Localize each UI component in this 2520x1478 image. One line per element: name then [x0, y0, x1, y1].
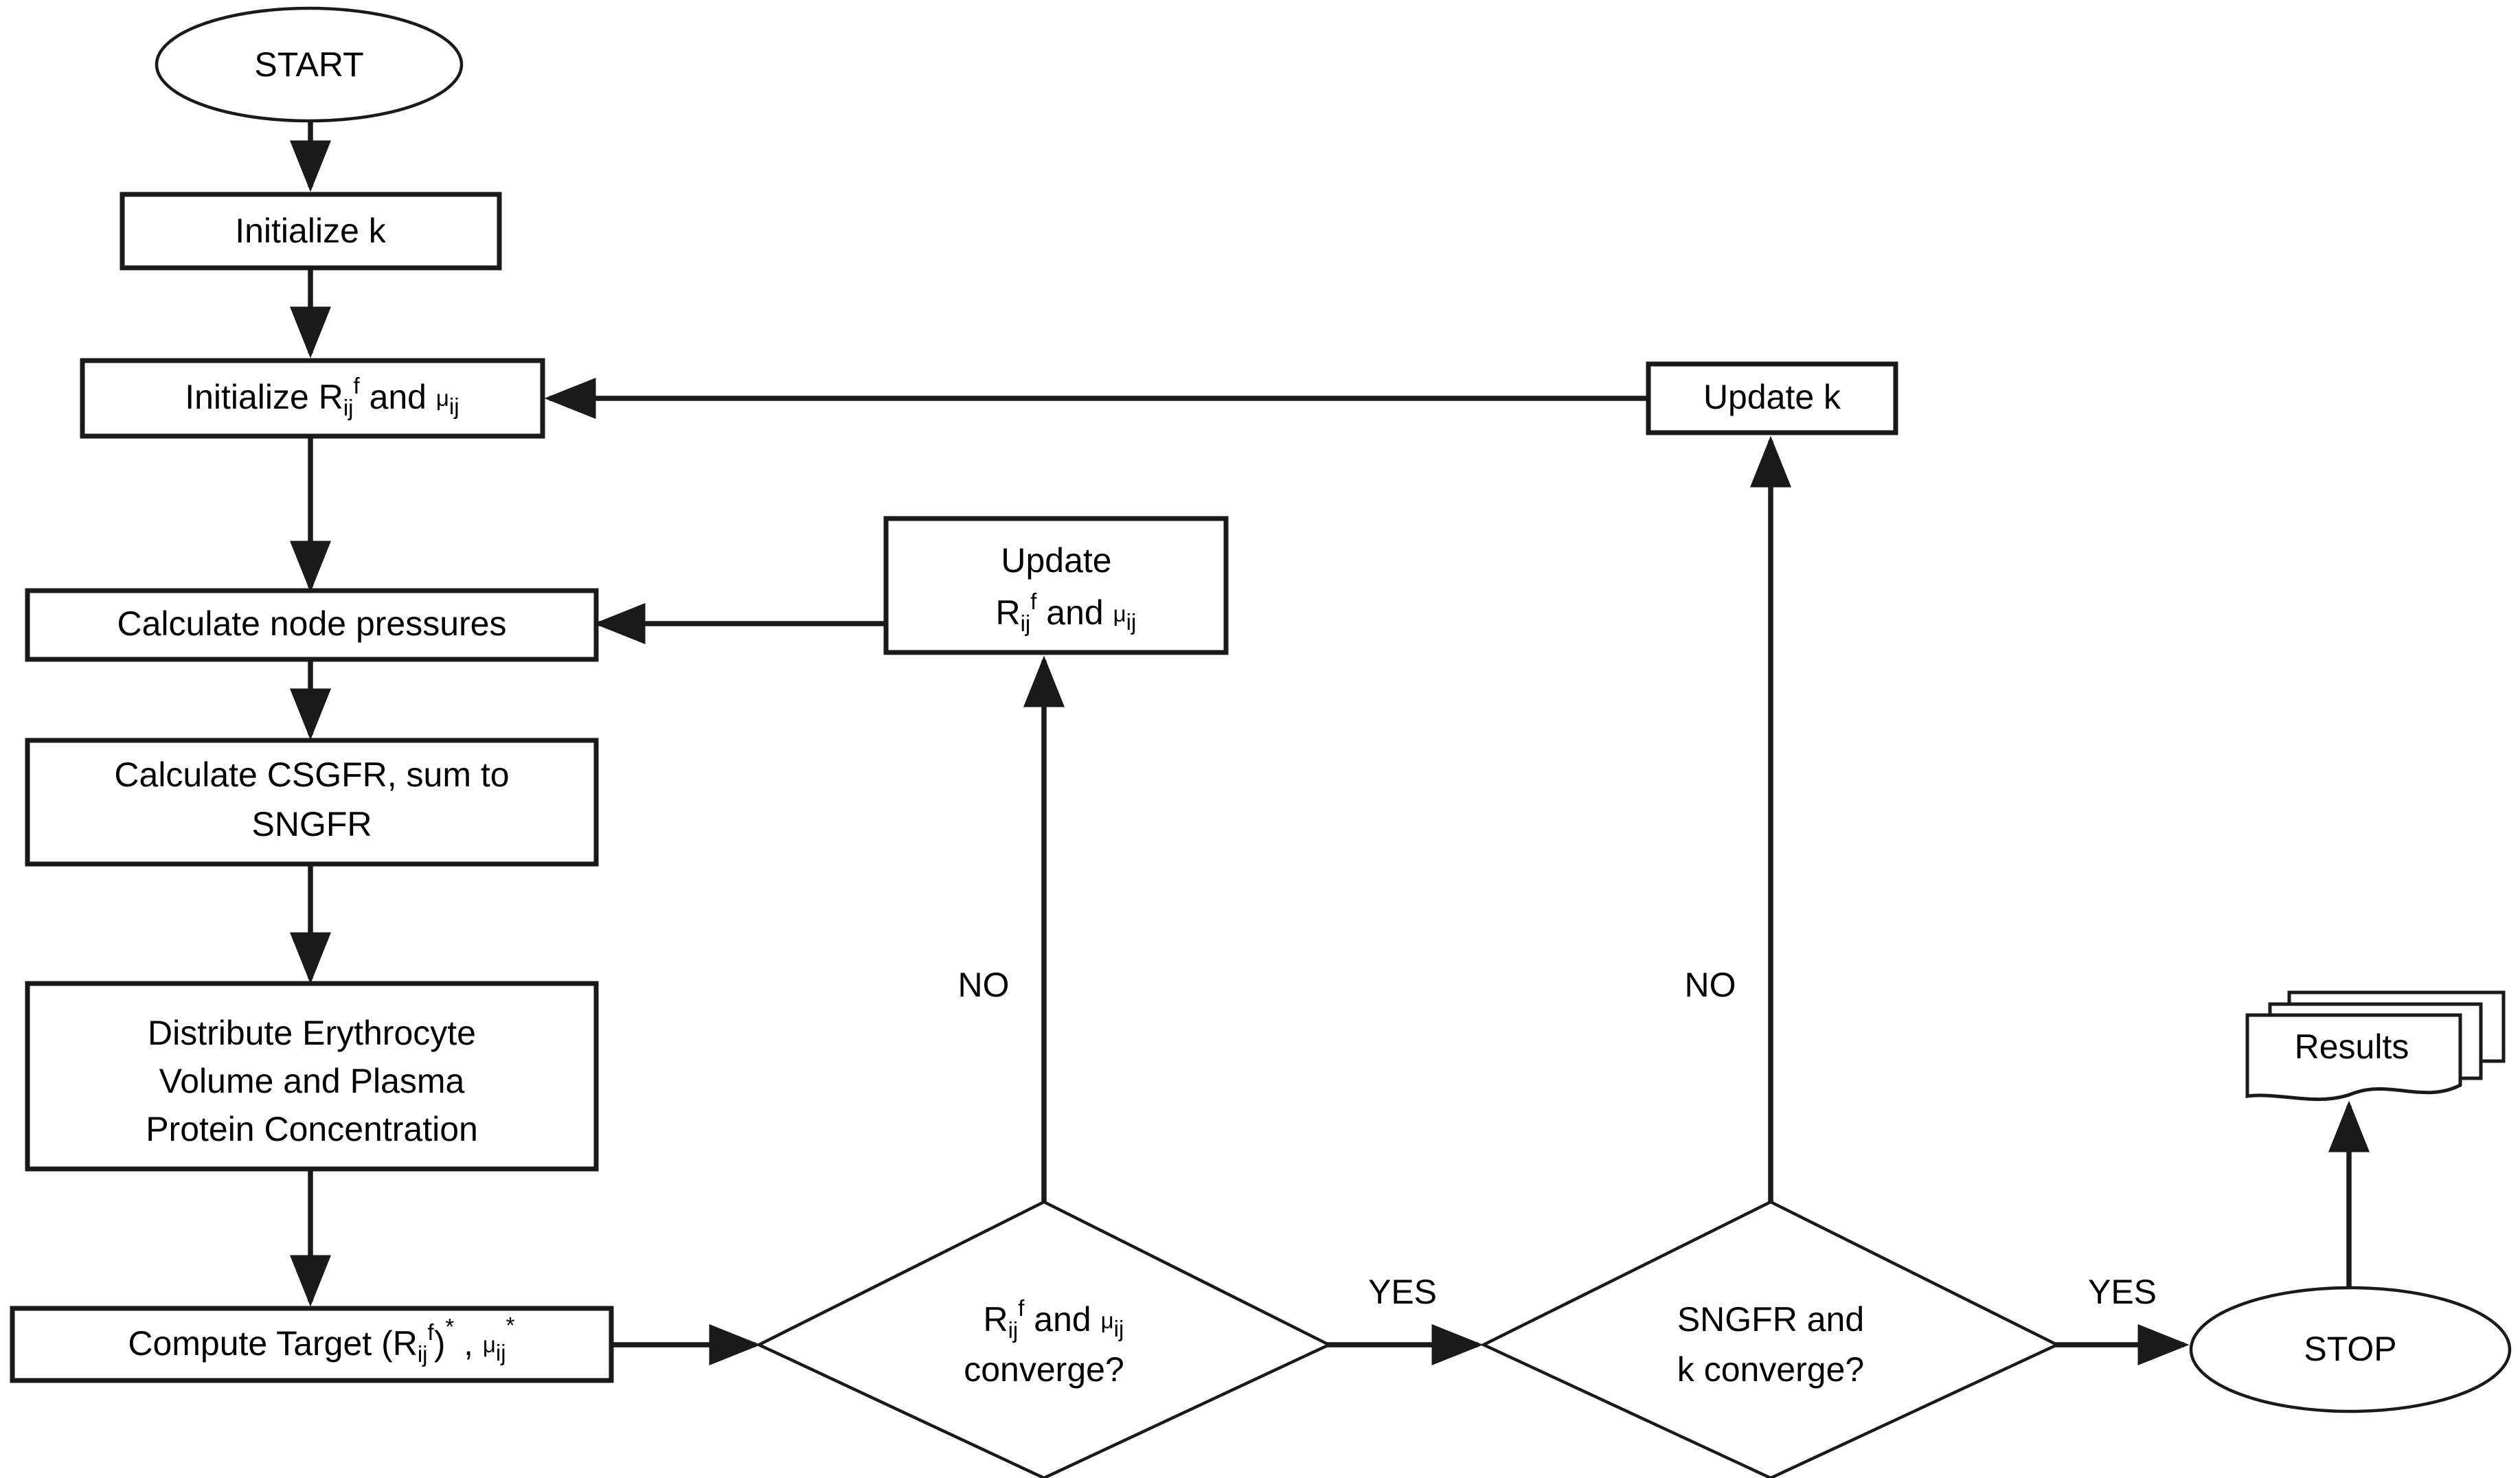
node-distribute-line2: Volume and Plasma — [159, 1062, 465, 1100]
node-stop-label: STOP — [2304, 1330, 2396, 1368]
edge-label-yes-left: YES — [1368, 1273, 1437, 1311]
node-update-k-label: Update k — [1703, 378, 1841, 416]
edge-label-yes-right: YES — [2088, 1273, 2157, 1311]
node-calculate-csgfr-line1: Calculate CSGFR, sum to — [114, 755, 509, 794]
node-distribute-line1: Distribute Erythrocyte — [148, 1014, 476, 1052]
node-initialize-k[interactable]: Initialize k — [120, 192, 502, 271]
node-start[interactable]: START — [155, 6, 464, 123]
node-compute-target-label: Compute Target (Rijf)* , μij* — [42, 1305, 581, 1367]
edge-label-no-right: NO — [1685, 966, 1736, 1004]
node-decision-rij-line1: Rijf and μij — [897, 1295, 1190, 1347]
node-stop[interactable]: STOP — [2189, 1286, 2512, 1413]
node-calculate-csgfr[interactable]: Calculate CSGFR, sum to SNGFR — [25, 738, 599, 867]
node-update-rij-line2: Rijf and μij — [909, 589, 1203, 640]
node-decision-sngfr-converge[interactable]: SNGFR and k converge? — [1479, 1200, 2061, 1478]
node-decision-sngfr-line2: k converge? — [1677, 1350, 1864, 1389]
node-results-label: Results — [2295, 1027, 2409, 1066]
node-update-k[interactable]: Update k — [1646, 361, 1898, 435]
node-decision-sngfr-line1: SNGFR and — [1677, 1300, 1864, 1339]
node-results[interactable]: Results — [2245, 990, 2506, 1102]
results-front-document — [2245, 1013, 2462, 1102]
node-initialize-rij[interactable]: Initialize Rijf and μij — [80, 358, 545, 439]
node-calculate-node-pressures-label: Calculate node pressures — [117, 604, 507, 643]
node-initialize-k-label: Initialize k — [235, 212, 387, 250]
node-calculate-node-pressures[interactable]: Calculate node pressures — [25, 588, 599, 662]
node-update-rij-line1: Update — [1001, 541, 1111, 580]
node-decision-rij-line2: converge? — [964, 1350, 1124, 1389]
node-start-label: START — [254, 45, 363, 84]
node-distribute[interactable]: Distribute Erythrocyte Volume and Plasma… — [25, 981, 599, 1172]
edge-label-no-left: NO — [958, 966, 1010, 1004]
node-update-rij[interactable]: Update Rijf and μij — [883, 516, 1229, 655]
node-calculate-csgfr-line2: SNGFR — [252, 805, 372, 843]
node-initialize-rij-label: Initialize Rijf and μij — [99, 373, 526, 424]
node-decision-rij-converge[interactable]: Rijf and μij converge? — [755, 1200, 1333, 1478]
node-distribute-line3: Protein Concentration — [146, 1110, 478, 1148]
node-compute-target[interactable]: Compute Target (Rijf)* , μij* — [10, 1305, 614, 1383]
